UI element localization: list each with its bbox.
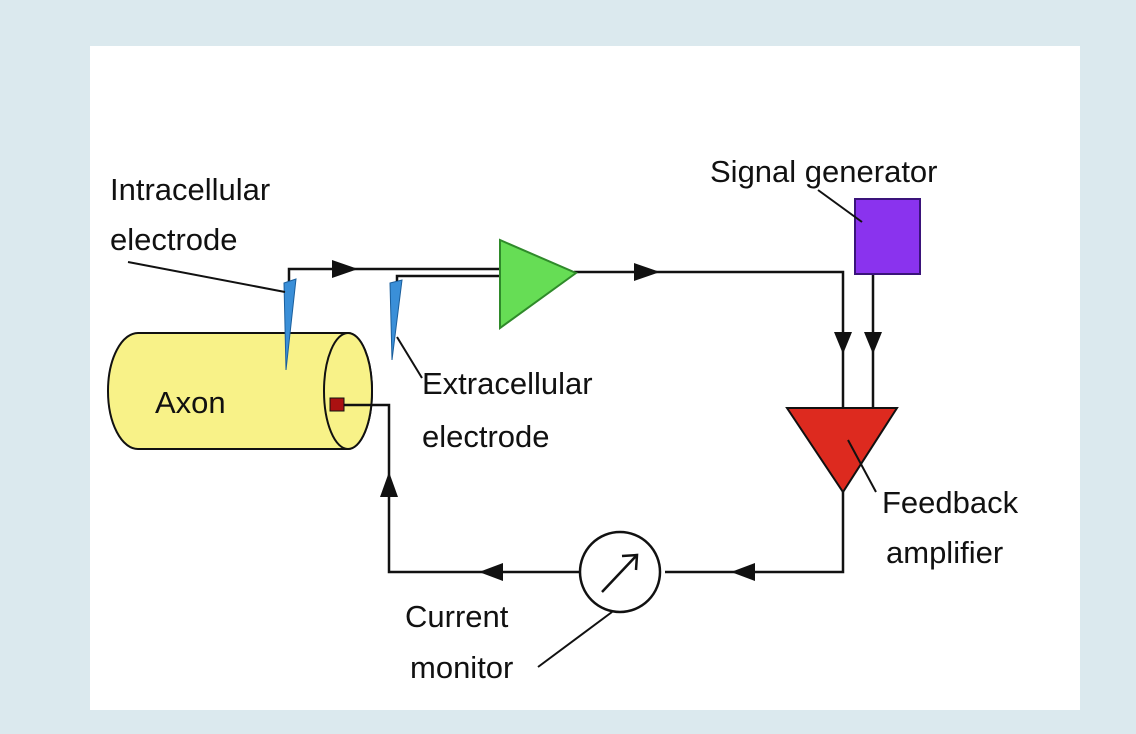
signal-generator-label: Signal generator (710, 154, 938, 189)
current-monitor-icon (578, 530, 662, 614)
current-label-line1: Current (405, 599, 509, 634)
feedback-output-wire (665, 490, 845, 574)
extracellular-label-line1: Extracellular (422, 366, 593, 401)
arrow-down-generator-to-feedback (864, 332, 882, 354)
extracellular-label-line2: electrode (422, 419, 550, 454)
leader-feedback (847, 439, 877, 493)
arrow-right-intracellular (332, 260, 358, 278)
amp-output-wire (574, 270, 845, 410)
arrow-left-feedback-output (731, 563, 755, 581)
current-label-line2: monitor (410, 650, 513, 685)
axon: Axon (107, 332, 373, 450)
axon-label: Axon (155, 385, 226, 420)
leader-current-monitor (537, 611, 613, 668)
leader-signal-generator (817, 189, 863, 223)
arrow-up-return (380, 472, 398, 497)
signal-generator-box (854, 198, 921, 275)
leader-intracellular (127, 261, 286, 293)
intracellular-electrode (283, 278, 297, 371)
feedback-label-line1: Feedback (882, 485, 1019, 520)
axon-contact (329, 397, 345, 412)
intracellular-label-line2: electrode (110, 222, 238, 257)
arrows (332, 260, 882, 581)
voltage-amplifier-icon (499, 238, 579, 330)
extracellular-electrode (389, 279, 403, 361)
feedback-amplifier-icon (785, 407, 899, 494)
arrow-down-amp-to-feedback (834, 332, 852, 354)
leader-lines (127, 189, 877, 668)
arrow-right-amp-output (634, 263, 660, 281)
current-monitor-needle (601, 555, 637, 593)
leader-extracellular (396, 336, 423, 379)
arrow-left-return (479, 563, 503, 581)
axon-end-cap (323, 332, 373, 450)
feedback-label-line2: amplifier (886, 535, 1003, 570)
current-monitor-needle-tip (621, 553, 639, 571)
intracellular-label-line1: Intracellular (110, 172, 270, 207)
